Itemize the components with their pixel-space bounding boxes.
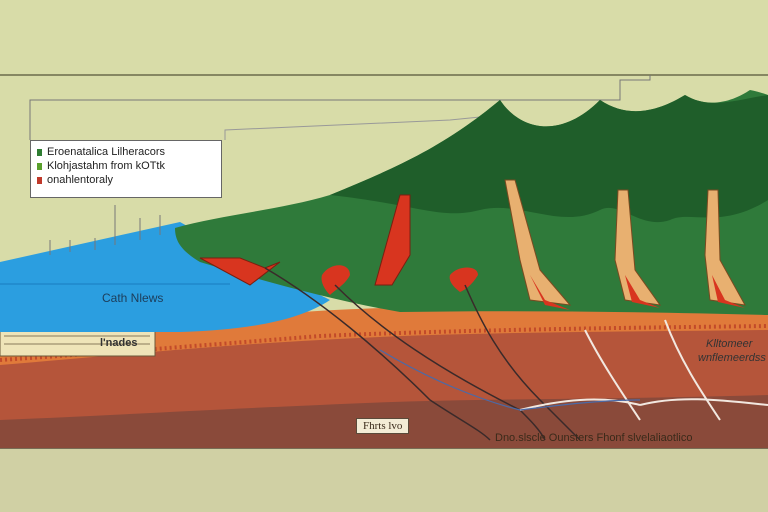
fault-line-blue — [379, 349, 641, 411]
fault-line-1 — [264, 267, 491, 441]
magma-drop-1 — [321, 265, 350, 295]
right-bottom-label: wnflemeerdss — [698, 352, 766, 364]
legend-item-label: Klohjastahm from kOTtk — [47, 160, 165, 172]
legend-item: onahlentoraly — [37, 173, 215, 187]
lava-pool-2 — [625, 275, 660, 308]
legend-swatch — [37, 163, 42, 170]
fault-line-white-2 — [664, 319, 721, 421]
forest-ridge-shadow — [330, 95, 768, 223]
legend-swatch — [37, 149, 42, 156]
lava-vent-1 — [374, 194, 411, 286]
legend-item: Eroenatalica Lilheracors — [37, 145, 215, 159]
legend-swatch — [37, 177, 42, 184]
fault-line-white-3 — [519, 398, 641, 411]
lava-flow-left — [199, 257, 281, 286]
leader-line-mid — [224, 114, 501, 140]
water-body — [0, 222, 330, 332]
left-strata-label: l'nades — [100, 337, 138, 349]
legend-item-label: Eroenatalica Lilheracors — [47, 146, 166, 158]
leader-line-top — [29, 75, 651, 140]
magma-drop-2 — [449, 267, 478, 292]
fault-line-2 — [334, 284, 546, 441]
center-bottom-label: Fhrts lvo — [356, 418, 410, 434]
lava-vent-2 — [504, 179, 572, 306]
right-top-label: Klltomeer — [706, 338, 753, 350]
lava-vent-4 — [704, 189, 746, 306]
legend-item: Klohjastahm from kOTtk — [37, 159, 215, 173]
lava-pool-1 — [530, 275, 570, 310]
water-label: Cath Nlews — [102, 291, 164, 305]
ground-base — [0, 448, 768, 512]
lava-pool-3 — [712, 275, 745, 308]
fault-line-white-1 — [584, 329, 641, 421]
lava-vent-3 — [614, 189, 662, 306]
fault-line-white-4 — [639, 398, 768, 406]
fault-line-3 — [464, 284, 581, 441]
legend: Eroenatalica Lilheracors Klohjastahm fro… — [30, 140, 222, 198]
bottom-caption: Dno.slscle Ounsters Fhonf slvelaliaotlic… — [495, 432, 693, 444]
legend-item-label: onahlentoraly — [47, 174, 114, 186]
